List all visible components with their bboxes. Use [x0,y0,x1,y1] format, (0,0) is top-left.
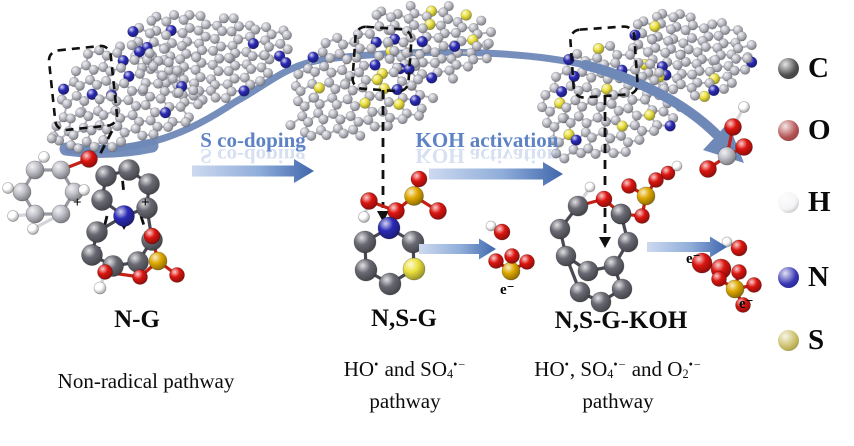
n-g-active-site [81,159,185,295]
stage-label-n-g: N-G [114,306,160,333]
highlight-box-3 [569,25,639,99]
s-codoping-reflection: S co-doping [200,144,306,168]
koh-activation-label: KOH activation KOH activation [406,128,568,169]
pathway-n-s-g-koh-line1: HO•, SO4•− and O2•− [534,357,702,382]
carbonic-acid-molecule [699,101,753,178]
guide-arrowhead-icon [599,237,611,248]
pathway-n-s-g-koh-line2: pathway [582,389,654,413]
highlight-box-2 [351,25,413,93]
legend-label-nitrogen: N [808,260,829,293]
oxygen-atom-icon [778,119,799,141]
legend-item-sulfur: S [778,323,825,356]
sulfate-group-right [610,160,683,225]
cluster-n-s-g [285,0,497,141]
positive-charge-right: + [141,195,150,211]
legend-item-nitrogen: N [778,260,829,293]
highlight-box-1 [47,44,119,132]
reaction-arrows [192,159,727,260]
flow-arc-arrowhead-icon [703,123,744,163]
koh-activation-reflection: KOH activation [415,144,559,168]
sulfate-radical-right [711,264,762,313]
electron-label-sulfate: e⁻ [739,296,754,312]
sulfur-atom-icon [778,329,799,351]
legend-item-carbon: C [778,51,829,84]
water-molecule-mid [485,220,511,241]
stage-label-n-s-g-koh: N,S-G-KOH [554,307,688,334]
legend-label-oxygen: O [808,113,831,146]
legend-item-oxygen: O [778,113,831,146]
flow-arc [580,60,744,163]
legend-item-hydrogen: H [778,185,831,218]
legend-label-carbon: C [808,51,829,84]
sulfate-radical-mid [488,248,535,281]
legend-label-sulfur: S [808,323,825,356]
reaction-arrow-icon-3 [419,238,496,260]
nitrogen-atom-icon [778,266,799,288]
s-codoping-text: S co-doping [200,128,306,152]
pathway-n-s-g-line1: HO• and SO4•− [343,357,467,382]
electron-label-oxygen: e⁻ [686,251,701,267]
flow-arc-back [59,48,726,158]
phenol-molecule [2,150,98,235]
carbon-atom-icon [778,57,799,79]
stage-label-n-s-g: N,S-G [371,305,437,332]
n-s-ring-molecule [353,216,426,296]
peroxymonosulfate-molecule [358,170,447,223]
s-codoping-label: S co-doping S co-doping [180,128,326,169]
electron-label-mid: e⁻ [500,282,515,298]
molecules [2,101,762,313]
legend-label-hydrogen: H [808,185,831,218]
hydrogen-atom-icon [778,191,799,213]
koh-activation-text: KOH activation [415,128,559,152]
guide-arrowhead-icon [118,219,130,230]
pathway-n-s-g-line2: pathway [369,389,441,413]
koh-ring-molecule [549,181,639,313]
water-molecule-right [721,236,748,257]
pathway-n-g: Non-radical pathway [57,369,235,393]
positive-charge-left: + [73,195,82,211]
cluster-n-s-g-koh [537,8,758,164]
guide-arrowhead-icon [377,211,389,222]
